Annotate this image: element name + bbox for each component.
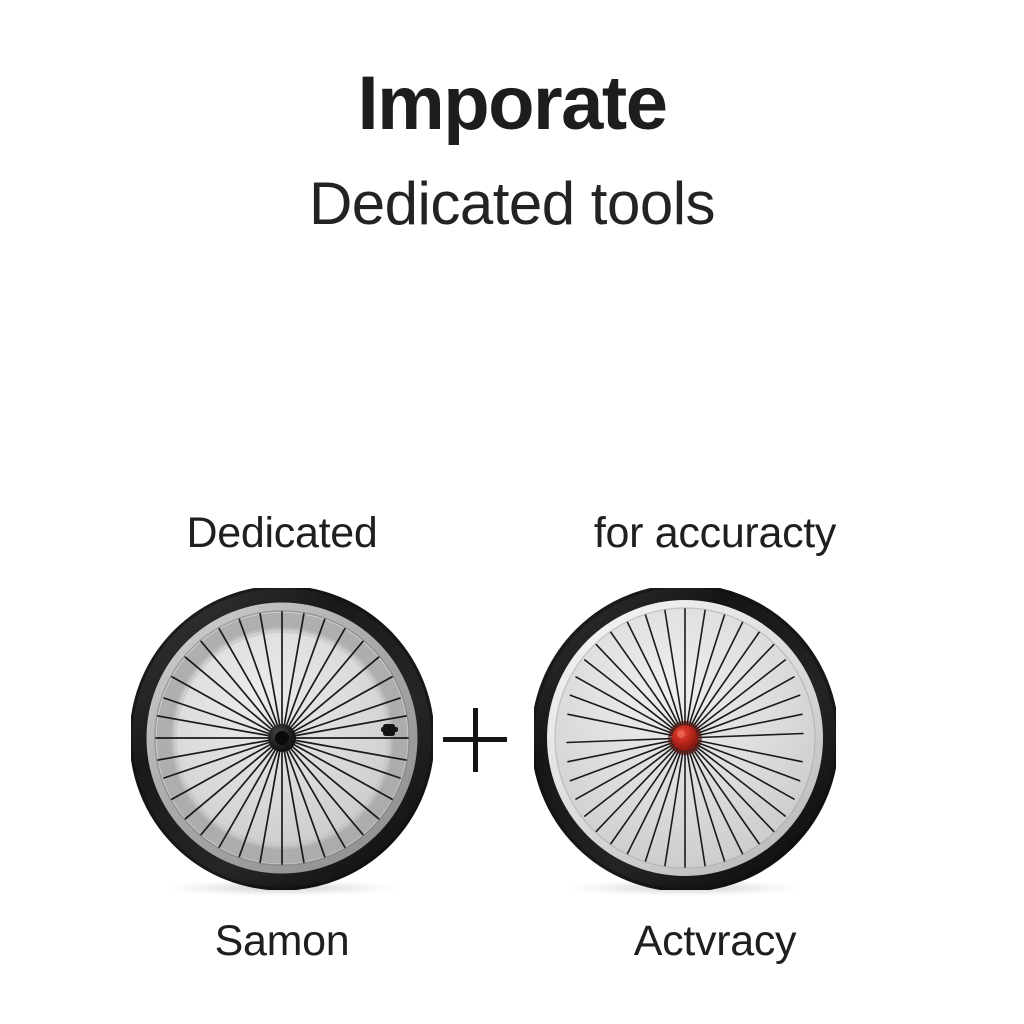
- left-wheel-shadow: [167, 880, 397, 896]
- right-wheel-image: [534, 588, 836, 896]
- left-wheel-illustration: [131, 588, 433, 890]
- valve-stem-icon: [381, 724, 398, 736]
- right-wheel-illustration: [534, 588, 836, 890]
- right-item-bottom-label: Actvracy: [633, 917, 797, 965]
- plus-vertical-bar: [473, 708, 478, 772]
- page-title: Imporate: [357, 61, 668, 146]
- plus-operator-icon: [443, 708, 507, 772]
- right-item-top-label: for accuracty: [593, 509, 837, 557]
- right-wheel-shadow: [570, 880, 800, 896]
- left-item-top-label: Dedicated: [186, 509, 378, 557]
- page-subtitle: Dedicated tools: [308, 170, 716, 237]
- left-wheel-image: [131, 588, 433, 896]
- left-item-bottom-label: Samon: [214, 917, 350, 965]
